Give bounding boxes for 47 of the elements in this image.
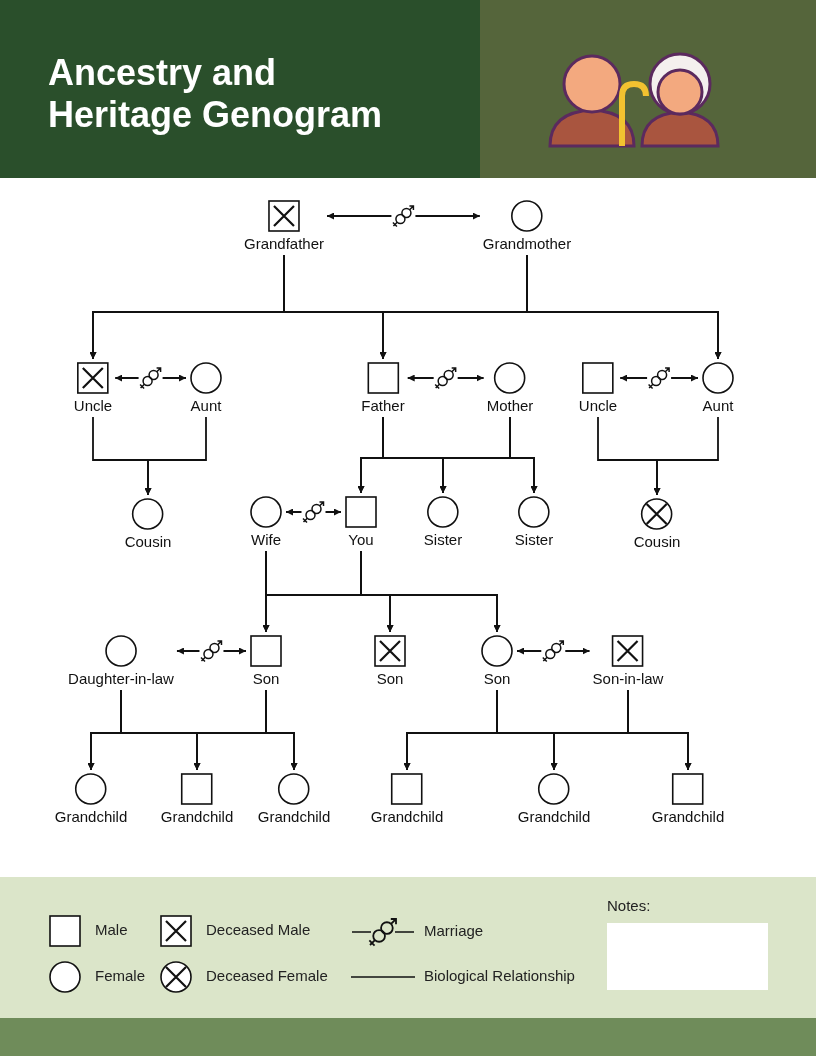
- marriage-arrow: [285, 508, 342, 516]
- person-label: Aunt: [190, 397, 222, 415]
- title: Ancestry and Heritage Genogram: [48, 52, 384, 136]
- person-label: Aunt: [702, 397, 734, 415]
- person-label: You: [348, 531, 374, 549]
- person-label: Grandchild: [370, 808, 444, 826]
- person-label: Mother: [486, 397, 534, 415]
- person-label: Son-in-law: [592, 670, 664, 688]
- person-label: Cousin: [124, 533, 172, 551]
- marriage-arrow: [176, 647, 247, 655]
- person-label: Daughter-in-law: [68, 670, 174, 688]
- marriage-arrow: [516, 647, 591, 655]
- marriage-arrow: [619, 374, 699, 382]
- legend-label: Deceased Female: [206, 967, 328, 984]
- descent-arrow: [653, 416, 719, 496]
- person-label: Grandchild: [257, 808, 331, 826]
- descent-arrow: [360, 550, 501, 633]
- person-label: Grandchild: [54, 808, 128, 826]
- person-label: Son: [252, 670, 280, 688]
- person-label: Cousin: [633, 533, 681, 551]
- person-label: Wife: [251, 531, 281, 549]
- person-label: Grandchild: [517, 808, 591, 826]
- descent-arrow: [526, 254, 722, 360]
- person-label: Son: [483, 670, 511, 688]
- marriage-arrow: [406, 374, 485, 382]
- descent-arrow: [627, 689, 692, 771]
- person-label: Father: [361, 397, 405, 415]
- marriage-arrow: [326, 212, 481, 220]
- person-label: Grandfather: [244, 235, 324, 253]
- descent-arrow: [265, 689, 298, 771]
- descent-arrow: [509, 416, 538, 494]
- legend-label: Biological Relationship: [424, 967, 575, 984]
- person-label: Sister: [514, 531, 554, 549]
- legend-label: Marriage: [424, 922, 484, 939]
- legend-label: Deceased Male: [206, 921, 311, 938]
- legend-label: Female: [95, 967, 146, 984]
- person-label: Grandchild: [651, 808, 725, 826]
- descent-arrow: [144, 416, 207, 496]
- person-label: Grandmother: [482, 235, 572, 253]
- person-label: Uncle: [578, 397, 618, 415]
- notes-label: Notes:: [607, 897, 651, 914]
- person-label: Grandchild: [160, 808, 234, 826]
- person-label: Son: [376, 670, 404, 688]
- person-label: Uncle: [73, 397, 113, 415]
- legend-label: Male: [95, 921, 128, 938]
- person-label: Sister: [423, 531, 463, 549]
- marriage-arrow: [114, 374, 187, 382]
